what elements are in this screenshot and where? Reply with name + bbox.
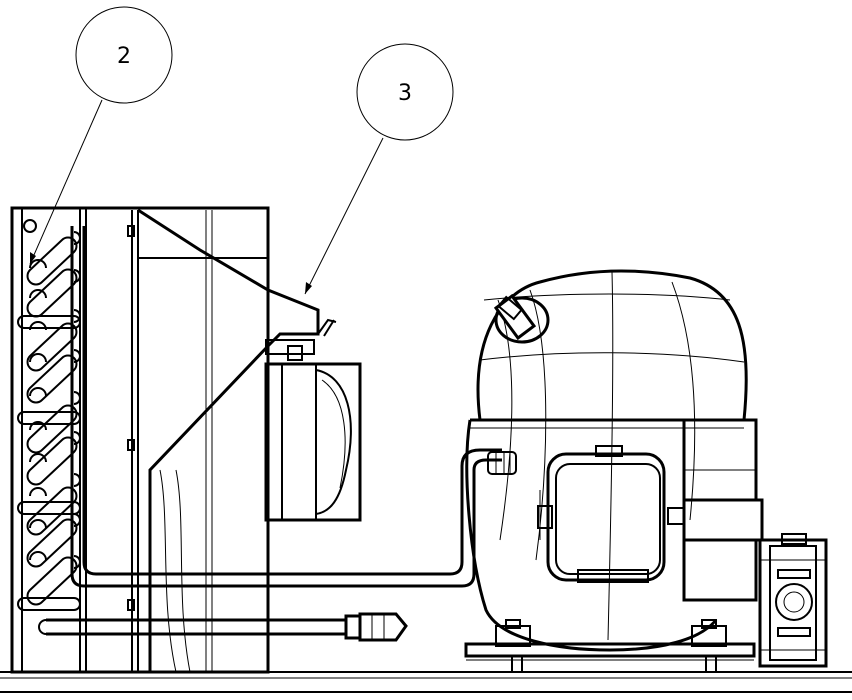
condenser-coil (17, 231, 81, 611)
refrigerant-piping (38, 226, 502, 642)
compressor (465, 269, 764, 652)
condenser-frame (10, 206, 270, 674)
callout-3: 3 (304, 43, 454, 295)
callout-2-label: 2 (117, 44, 131, 69)
compressor-mounts (464, 619, 756, 673)
callout-2: 2 (29, 6, 173, 265)
base-plate (0, 671, 852, 693)
fan-shroud (127, 208, 320, 673)
fan-motor (264, 318, 362, 522)
callout-3-label: 3 (398, 81, 412, 106)
capacitor (758, 533, 828, 668)
